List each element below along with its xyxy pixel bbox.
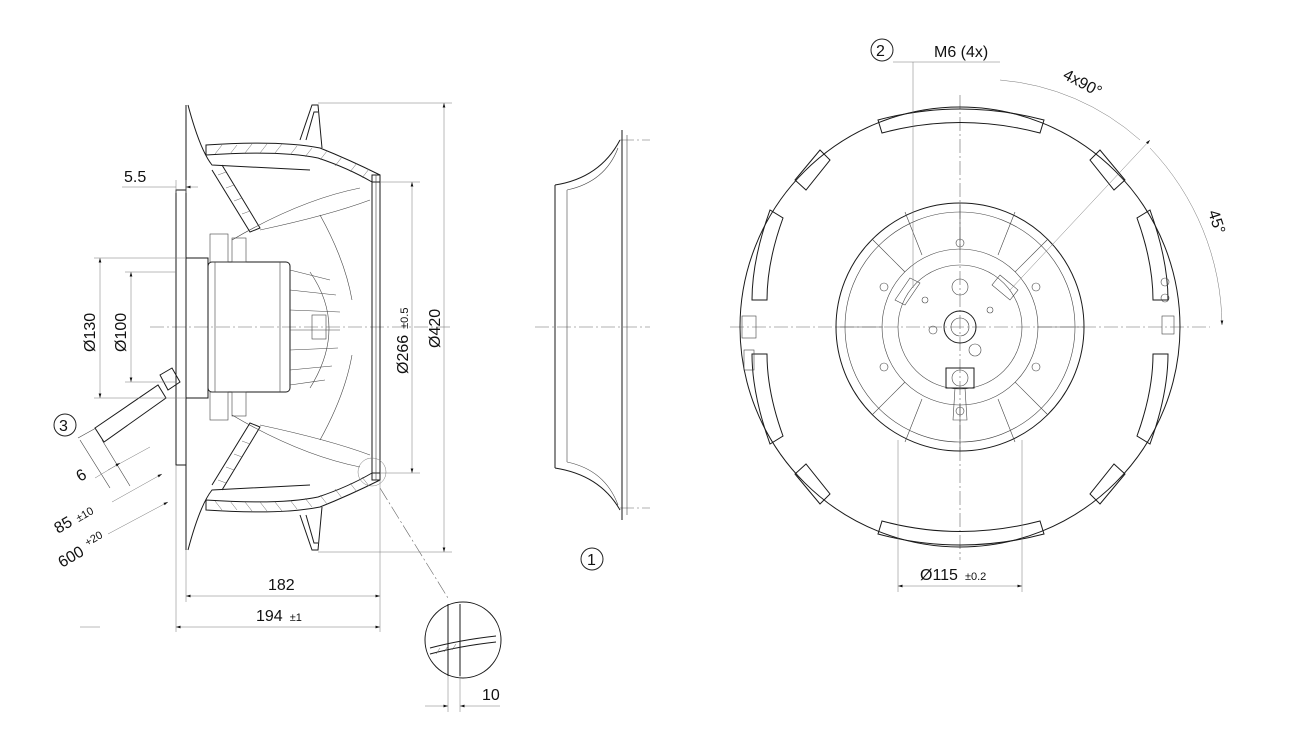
side-view: 5.5 Ø130 Ø100 Ø266 ±0.5 [52,102,502,712]
dim-d130-label: Ø130 [82,313,99,352]
dim-d100-label: Ø100 [113,313,130,352]
dim-d115-label: Ø115 [920,567,958,584]
callout-1-label: 1 [587,552,596,569]
front-view: 2 M6 (4x) 4x90° 45° Ø115 ±0.2 [730,38,1228,592]
dim-85-tolerance: ±10 [74,505,96,525]
thread-label: M6 (4x) [934,44,988,61]
svg-text:85 ±10: 85 ±10 [52,502,97,538]
dim-5-5-label: 5.5 [124,169,146,186]
dim-d420: Ø420 [318,102,452,553]
svg-text:194 ±1: 194 ±1 [256,608,302,625]
dim-182-label: 182 [268,577,295,594]
cable-gland [77,367,181,489]
lower-shroud [205,472,381,513]
dim-182: 182 [175,465,381,632]
dim-10-label: 10 [482,687,500,704]
callout-1: 1 [580,547,604,571]
angle-45-label: 45° [1204,208,1228,236]
dim-d130: Ø130 [82,257,186,399]
dim-600-tolerance: +20 [83,529,105,549]
callout-2: 2 [870,38,894,62]
inlet-ring-view: 1 [535,130,650,571]
dim-6-label: 6 [74,466,90,485]
upper-shroud [205,142,381,183]
svg-text:Ø115 ±0.2: Ø115 ±0.2 [920,567,986,584]
callout-2-label: 2 [876,43,885,60]
dim-194-label: 194 [256,608,283,625]
dim-d100: Ø100 [113,271,176,383]
svg-text:Ø266 ±0.5: Ø266 ±0.5 [395,308,412,374]
hub-ribs [211,164,261,491]
dim-85: 85 ±10 [52,473,163,538]
dim-600: 600 +20 [56,501,169,571]
dim-d266: Ø266 ±0.5 [380,181,420,474]
dim-d266-label: Ø266 [395,335,412,374]
outer-slots [751,108,1169,546]
callout-3: 3 [53,413,77,437]
impeller-blades [231,187,371,468]
dim-6: 6 [74,446,151,485]
dim-194-tolerance: ±1 [290,612,302,624]
dim-85-label: 85 [52,514,76,538]
callout-3-label: 3 [59,418,68,435]
dim-d115-tolerance: ±0.2 [965,571,986,583]
thread-note: M6 (4x) [893,44,1000,288]
angle-4x90-label: 4x90° [1060,67,1104,101]
motor-fins [289,269,341,389]
dim-5-5: 5.5 [122,169,198,193]
spokes [836,203,1084,451]
detail-view: 10 [424,601,502,712]
angle-45: 45° [1149,147,1228,326]
dim-d115: Ø115 ±0.2 [897,440,1023,592]
dim-600-label: 600 [56,543,88,571]
dim-d420-label: Ø420 [427,309,444,348]
angle-4x90: 4x90° [999,67,1151,291]
dim-194: 194 ±1 [176,608,380,629]
dim-d266-tolerance: ±0.5 [399,308,411,329]
